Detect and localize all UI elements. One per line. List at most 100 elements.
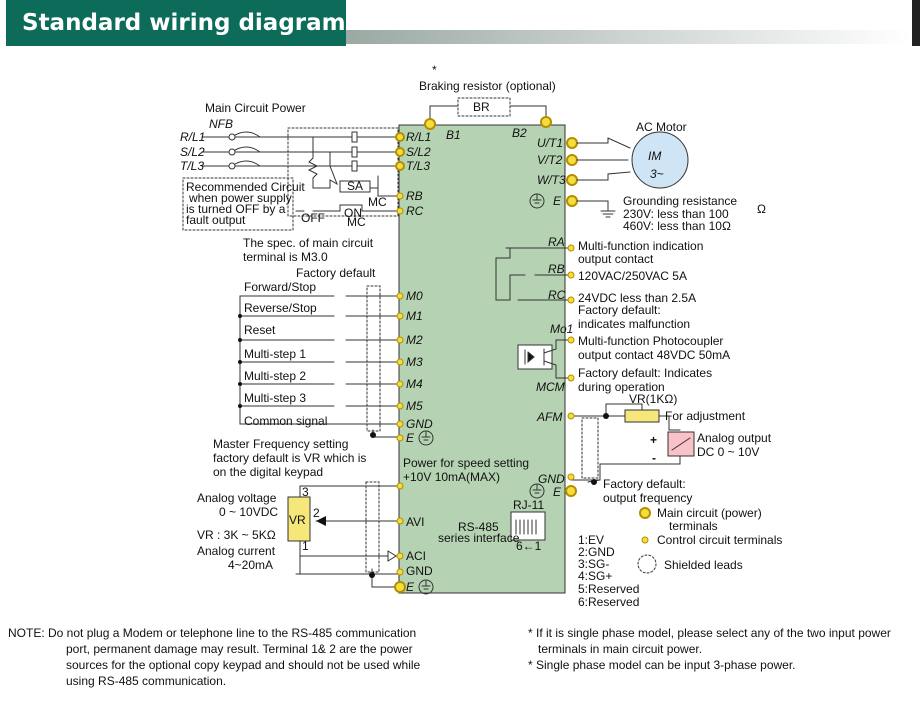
relay-desc: 24VDC less than 2.5A xyxy=(578,291,696,305)
rs485-pin: 4:SG+ xyxy=(578,569,612,583)
photo-desc: Multi-function Photocoupler xyxy=(578,334,723,348)
ground-symbol-freq xyxy=(418,579,434,595)
relay-wiring xyxy=(495,247,572,301)
wiring-diagram: * Braking resistor (optional) BR B1 B2 M… xyxy=(180,63,782,609)
surge-absorber xyxy=(307,136,401,197)
legend-main-icon xyxy=(639,507,651,519)
rs485-title: RS-485 xyxy=(458,520,499,534)
motor-im: IM xyxy=(648,149,661,163)
analog-current-line: Analog current xyxy=(197,544,276,558)
term-gnd: GND xyxy=(406,417,433,431)
shield-inputs xyxy=(366,285,381,432)
analog-current-line: 4~20mA xyxy=(228,558,273,572)
legend-shield: Shielded leads xyxy=(664,558,743,572)
motor-label: AC Motor xyxy=(636,120,687,134)
nfb-contact xyxy=(228,162,236,170)
input-wiring xyxy=(239,295,401,438)
braking-asterisk: * xyxy=(432,63,437,77)
recommended-line: fault output xyxy=(186,213,246,227)
output-e: E xyxy=(553,194,562,208)
braking-resistor-label: BR xyxy=(473,100,490,114)
ground-symbol-input xyxy=(418,430,434,446)
minus-label: - xyxy=(652,451,656,465)
shield-node-right xyxy=(591,479,597,485)
gnd-terminal-right xyxy=(567,473,575,481)
vr-wiper-arrow xyxy=(316,516,326,526)
braking-wire xyxy=(429,105,459,121)
master-freq-line: Master Frequency setting xyxy=(213,437,348,451)
note-left-line: NOTE: Do not plug a Modem or telephone l… xyxy=(8,626,417,640)
shield-node-left xyxy=(370,432,376,438)
power-speed-line: +10V 10mA(MAX) xyxy=(403,470,500,484)
plus-label: + xyxy=(650,433,657,447)
rs485-subtitle: series interface xyxy=(438,531,520,545)
analog-output-desc: Analog output xyxy=(697,431,772,445)
drive-sl2: S/L2 xyxy=(406,145,431,159)
term-gnd-freq: GND xyxy=(406,564,433,578)
term-m2: M2 xyxy=(406,333,423,347)
term-m0: M0 xyxy=(406,289,423,303)
input-label-common: Common signal xyxy=(244,414,327,428)
rs485-pin: 5:Reserved xyxy=(578,582,639,596)
b1-terminal xyxy=(424,118,436,130)
rs485-pin: 2:GND xyxy=(578,545,615,559)
braking-label: Braking resistor (optional) xyxy=(419,79,556,93)
rs485-pin: 1:EV xyxy=(578,533,604,547)
header-gradient xyxy=(340,30,910,44)
analog-voltage-line: Analog voltage xyxy=(197,491,277,505)
vr-pin-1: 1 xyxy=(302,539,309,553)
output-terminals xyxy=(566,137,578,207)
legend-shield-icon xyxy=(637,554,657,574)
legend-main-line: terminals xyxy=(669,519,718,533)
rj11-pins xyxy=(515,519,537,535)
mc-label-1: MC xyxy=(368,195,387,209)
drive-rc: RC xyxy=(406,204,424,218)
input-label-reset: Reset xyxy=(244,323,276,337)
photo-desc: during operation xyxy=(578,380,665,394)
note-left-line: sources for the optional copy keypad and… xyxy=(66,658,421,672)
rs485-pin-order: 6←1 xyxy=(516,539,542,553)
photo-mcm: MCM xyxy=(536,380,565,394)
photo-desc: Factory default: Indicates xyxy=(578,366,712,380)
mc-label-2: MC xyxy=(347,215,366,229)
rs485-pin: 3:SG- xyxy=(578,557,609,571)
vr-wiring xyxy=(295,485,401,588)
relay-desc: Factory default: xyxy=(578,303,661,317)
grounding-title: Grounding resistance xyxy=(623,194,737,208)
shield-freq xyxy=(365,481,380,573)
vr-1k-label: VR(1KΩ) xyxy=(629,392,677,406)
note-right-line: * Single phase model can be input 3-phas… xyxy=(528,658,796,672)
term-e-freq: E xyxy=(406,580,415,594)
vr-range: VR : 3K ~ 5KΩ xyxy=(197,528,276,542)
term-m3: M3 xyxy=(406,355,423,369)
b2-terminal xyxy=(540,116,552,128)
braking-wire-2 xyxy=(509,105,547,119)
adjust-label: For adjustment xyxy=(665,409,746,423)
shield-afm xyxy=(581,417,599,479)
photo-terminals xyxy=(567,336,575,382)
term-m1: M1 xyxy=(406,309,423,323)
spec-line: The spec. of main circuit xyxy=(243,236,374,250)
drive-rl1: R/L1 xyxy=(406,130,431,144)
input-terminals xyxy=(396,292,404,442)
term-avi: AVI xyxy=(406,515,424,529)
afm-terminal xyxy=(567,412,575,420)
b2-label: B2 xyxy=(512,126,527,140)
input-nodes xyxy=(238,314,242,408)
relay-ra: RA xyxy=(548,235,565,249)
header-bar: Standard wiring diagram xyxy=(0,0,920,48)
recommended-line: is turned OFF by a xyxy=(186,202,286,216)
factory-output-line: Factory default: xyxy=(603,477,686,491)
input-label-step1: Multi-step 1 xyxy=(244,347,306,361)
recommended-line: Recommended Circuit xyxy=(186,180,305,194)
legend-control-icon xyxy=(641,536,649,544)
input-label-step2: Multi-step 2 xyxy=(244,369,306,383)
off-on-switch xyxy=(295,204,401,212)
spec-line: terminal is M3.0 xyxy=(243,250,328,264)
relay-rc: RC xyxy=(548,288,566,302)
afm-node xyxy=(603,413,609,419)
relay-desc: output contact xyxy=(578,252,654,266)
recommended-circuit-text-box xyxy=(182,177,294,231)
afm-label: AFM xyxy=(536,410,562,424)
note-left-line: port, permanent damage may result. Termi… xyxy=(66,642,413,656)
